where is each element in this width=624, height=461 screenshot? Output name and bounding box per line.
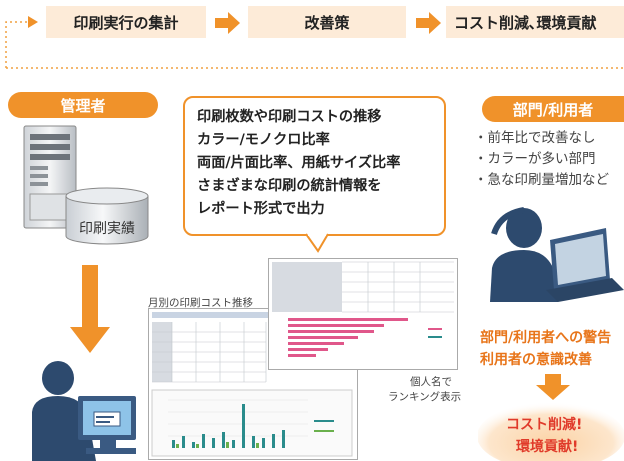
result-glow: [478, 402, 624, 461]
warning-line-2: 利用者の意識改善: [480, 352, 592, 368]
result-line-2: 環境貢献!: [516, 439, 579, 455]
admin-heading-label: 管理者: [60, 96, 106, 115]
flow-step-cost-reduction: コスト削減､環境貢献: [446, 6, 624, 38]
admin-person-icon: [32, 361, 136, 461]
flow-step-improvement: 改善策: [248, 6, 406, 38]
dept-issue-item: ・カラーが多い部門: [474, 151, 596, 167]
dept-heading-label: 部門/利用者: [512, 100, 594, 119]
flow-step-aggregate-label: 印刷実行の集計: [73, 13, 179, 32]
down-arrow-icon: [70, 265, 110, 353]
server-icon: [23, 125, 77, 229]
monthly-report-thumbnail: [148, 308, 358, 460]
admin-heading: 管理者: [8, 92, 158, 118]
report-callout: 印刷枚数や印刷コストの推移 カラー/モノクロ比率 両面/片面比率、用紙サイズ比率…: [183, 96, 446, 236]
monthly-cost-label: 月別の印刷コスト推移: [148, 297, 253, 309]
callout-line: さまざまな印刷の統計情報を: [197, 178, 382, 194]
flow-step-aggregate: 印刷実行の集計: [46, 6, 206, 38]
database-icon: [65, 187, 149, 245]
callout-line: カラー/モノクロ比率: [197, 132, 330, 148]
callout-pointer: [306, 233, 329, 253]
down-arrow-icon: [536, 374, 570, 400]
callout-line: 印刷枚数や印刷コストの推移: [197, 109, 382, 125]
result-line-1: コスト削減!: [506, 417, 583, 433]
dept-heading: 部門/利用者: [482, 96, 624, 122]
dept-issue-item: ・急な印刷量増加など: [474, 172, 609, 188]
dept-issue-list: ・前年比で改善なし ・カラーが多い部門 ・急な印刷量増加など: [474, 128, 609, 191]
database-label: 印刷実績: [79, 221, 135, 237]
user-laptop-icon: [490, 207, 624, 302]
loop-arrowhead-icon: [28, 16, 38, 28]
callout-line: レポート形式で出力: [197, 201, 325, 217]
feedback-loop-line: [5, 16, 624, 69]
dept-issue-item: ・前年比で改善なし: [474, 130, 596, 146]
ranking-label-1: 個人名で: [410, 376, 452, 388]
flow-step-improvement-label: 改善策: [304, 13, 350, 32]
callout-line: 両面/片面比率、用紙サイズ比率: [197, 155, 401, 171]
warning-line-1: 部門/利用者への警告: [480, 330, 612, 346]
ranking-report-thumbnail: [268, 258, 458, 370]
ranking-label-2: ランキング表示: [388, 391, 462, 403]
flow-step-cost-reduction-label: コスト削減､環境貢献: [454, 13, 597, 32]
